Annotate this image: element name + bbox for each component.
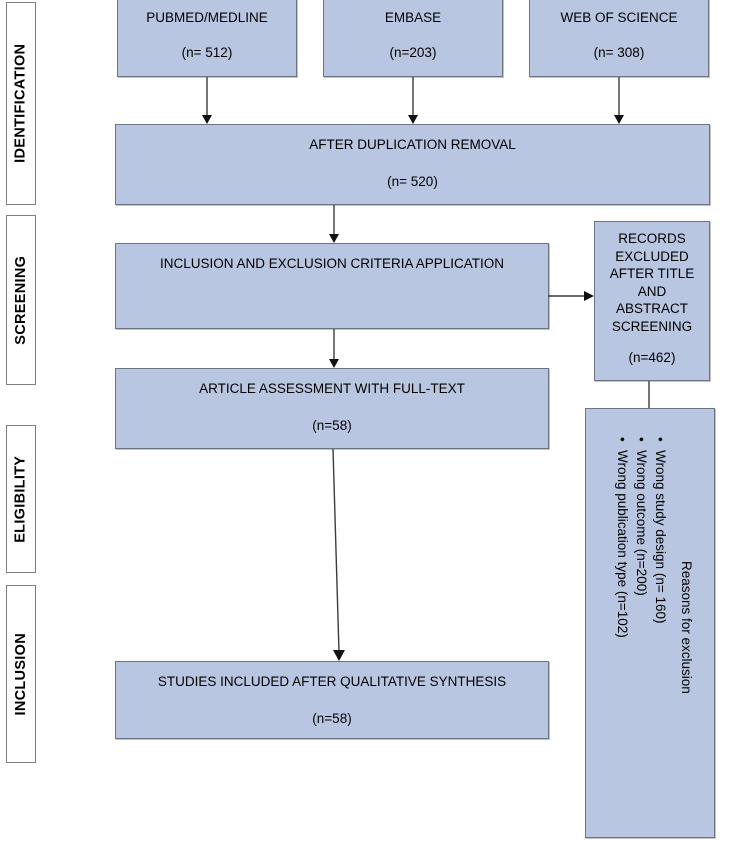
box-pubmed-medline-title: PUBMED/MEDLINE <box>146 10 268 25</box>
reasons-title-wrap: Reasons for exclusion <box>677 561 694 694</box>
box-studies-included-title: STUDIES INCLUDED AFTER QUALITATIVE SYNTH… <box>157 674 507 689</box>
stage-label-inclusion-text: INCLUSION <box>12 632 29 716</box>
box-embase-title: EMBASE <box>384 10 442 25</box>
arrow-embase-to-dedup <box>408 77 418 124</box>
box-pubmed-medline-count: (n= 512) <box>181 45 233 61</box>
box-embase-count: (n=203) <box>389 45 437 61</box>
reasons-list-item: • Wrong outcome (n=200) <box>632 437 651 638</box>
bullet-icon: • <box>614 437 630 442</box>
box-article-assessment-full-text: ARTICLE ASSESSMENT WITH FULL-TEXT (n=58) <box>115 368 549 449</box>
arrow-fulltext-to-included <box>332 449 345 661</box>
stage-label-screening-text: SCREENING <box>12 255 29 345</box>
arrow-dedup-to-criteria <box>329 205 339 243</box>
box-article-assessment-full-text-title: ARTICLE ASSESSMENT WITH FULL-TEXT <box>199 381 465 396</box>
box-web-of-science-count: (n= 308) <box>593 45 645 61</box>
box-records-excluded: RECORDS EXCLUDED AFTER TITLE AND ABSTRAC… <box>594 221 710 381</box>
box-records-excluded-count: (n=462) <box>628 350 676 366</box>
stage-label-eligibility: ELIGIBILITY <box>6 425 36 573</box>
reasons-list-wrap: • Wrong study design (n= 160) • Wrong outc… <box>613 437 670 638</box>
box-studies-included-count: (n=58) <box>312 711 352 727</box>
box-inclusion-exclusion-criteria: INCLUSION AND EXCLUSION CRITERIA APPLICA… <box>115 243 549 329</box>
box-reasons-for-exclusion-title: Reasons for exclusion <box>679 561 694 694</box>
stage-label-screening: SCREENING <box>6 215 36 385</box>
box-records-excluded-title: RECORDS EXCLUDED AFTER TITLE AND ABSTRAC… <box>609 231 695 334</box>
reasons-list-item: • Wrong study design (n= 160) <box>651 437 670 638</box>
reasons-list-item-text: Wrong outcome (n=200) <box>633 450 649 596</box>
box-after-duplication-removal-title: AFTER DUPLICATION REMOVAL <box>309 137 516 152</box>
stage-label-identification: IDENTIFICATION <box>6 2 36 205</box>
box-inclusion-exclusion-criteria-title: INCLUSION AND EXCLUSION CRITERIA APPLICA… <box>159 256 505 271</box>
arrow-pubmed-to-dedup <box>202 77 212 124</box>
reasons-list-item-text: Wrong study design (n= 160) <box>653 450 668 624</box>
box-article-assessment-full-text-count: (n=58) <box>312 418 352 434</box>
stage-label-eligibility-text: ELIGIBILITY <box>12 455 29 543</box>
box-studies-included: STUDIES INCLUDED AFTER QUALITATIVE SYNTH… <box>115 661 549 739</box>
reasons-list-item-text: Wrong publication type (n=102) <box>614 450 630 638</box>
reasons-list-item: • Wrong publication type (n=102) <box>613 437 632 638</box>
arrow-wos-to-dedup <box>614 77 624 124</box>
box-embase: EMBASE (n=203) <box>323 0 503 77</box>
box-web-of-science: WEB OF SCIENCE (n= 308) <box>529 0 709 77</box>
bullet-icon: • <box>653 437 668 442</box>
bullet-icon: • <box>633 437 649 442</box>
box-after-duplication-removal-count: (n= 520) <box>387 174 438 190</box>
reasons-list: • Wrong study design (n= 160) • Wrong outc… <box>613 437 670 638</box>
box-reasons-for-exclusion: Reasons for exclusion • Wrong study desig… <box>585 408 715 838</box>
arrow-criteria-to-records-excluded <box>548 291 594 301</box>
box-after-duplication-removal: AFTER DUPLICATION REMOVAL (n= 520) <box>115 124 710 205</box>
box-pubmed-medline: PUBMED/MEDLINE (n= 512) <box>117 0 297 77</box>
stage-label-inclusion: INCLUSION <box>6 585 36 763</box>
arrow-criteria-to-fulltext <box>329 329 339 368</box>
stage-label-identification-text: IDENTIFICATION <box>12 43 29 164</box>
box-web-of-science-title: WEB OF SCIENCE <box>560 10 678 25</box>
connector-excluded-to-reasons <box>648 381 650 408</box>
